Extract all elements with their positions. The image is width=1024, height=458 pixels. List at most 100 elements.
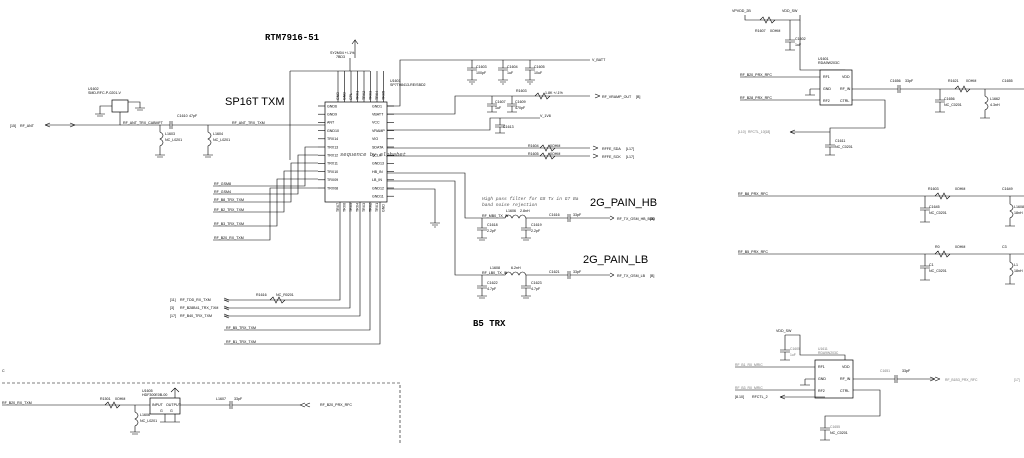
right-top-section: VPVDD_2B VDD_SW R1607 0OHM C1602 1uF U16… (732, 9, 1024, 156)
ant-section: U1602 SMD-RFC-P-0201-V [15] RF_ANT RF_AN… (10, 87, 325, 158)
hb-l-val: 2.8nH (520, 209, 530, 213)
corner-label: C (2, 369, 5, 373)
title-sp16t: SP16T TXM (225, 96, 285, 108)
cap-c1603: C1603 (476, 65, 487, 69)
rt-net2: RF_B28_PRX_RFC (740, 96, 772, 100)
rt-lsh-val: 4.3nH (990, 103, 1000, 107)
hb-c3-ref: C1616 (549, 213, 560, 217)
cap-c1607-val: 1uF (495, 106, 502, 110)
rb-pin-r3: CTRL (840, 389, 849, 393)
ic-right-pin-label: VRAMP (372, 129, 385, 133)
bottom-left-section: C RF_B20_RX_TXM R1501 0OHM U1605 HDF300E… (2, 369, 401, 445)
rb-cout-ref: C1651 (880, 369, 890, 373)
ic-bottom-pin-label: TRX1 (375, 203, 379, 212)
trx-net-label: RF_B20_RX_TXM (214, 236, 244, 240)
ic-top-pin-label: GND (343, 92, 347, 100)
trx-b-page-3: [17] (170, 314, 176, 318)
net-sck: RFFE_SCK (602, 155, 621, 159)
trx-net-line (213, 178, 318, 227)
lb-chain: RF_LB0_TX_IN L1608 6.2nH C1622 4.7pF C16… (477, 266, 654, 299)
ic-left-pin-label: GND9 (327, 113, 337, 117)
ic-left-pin-label: TRX08 (327, 186, 338, 190)
bl-ic-ref: U1605 (142, 389, 153, 393)
trx-net-label: RF_GSM4 (214, 190, 231, 194)
ant-net2: RF_ANT_TRX_CABMFT (123, 121, 164, 125)
ic-left-pin-label: TRX11 (327, 162, 338, 166)
ic-left-pin-label: GND10 (327, 129, 339, 133)
rt-pin-r3: CTRL (840, 99, 849, 103)
hb-chain: RF_MB0_TX_IN L1606 2.8nH C1618 2.2pF C16… (477, 209, 656, 241)
ic-top-pin-label: TRX3 (369, 91, 373, 100)
bl-net-in: RF_B20_RX_TXM (2, 401, 32, 405)
ic-right-pin-label: VBATT (372, 113, 384, 117)
trx-b-page-1: [11] (170, 298, 176, 302)
ic-right-pin-label: GND11 (372, 195, 384, 199)
lb-c3-ref: C1621 (549, 270, 560, 274)
rt-ctrl: RFCTL_10[18] (748, 130, 770, 134)
rb-cout-val: 33pF (902, 369, 911, 373)
trx-lines: RF_GSM8RF_GSM4RF_B8_TRX_TXMRF_B2_TRX_TXM… (213, 146, 318, 241)
ic-right-pin-label: SDATA (372, 145, 384, 149)
rb-ic-ref: U1611 (818, 347, 828, 351)
ic-bottom-pin-label: TRX6 (343, 203, 347, 212)
ant-l1-ref: L1603 (165, 132, 175, 136)
rm-r2-val: 0OHM (955, 245, 965, 249)
rt-pin-r1: VDD (842, 75, 850, 79)
lb-c2-val: 4.7pF (531, 287, 541, 291)
ic-right-pin-label: VIO (372, 137, 378, 141)
sequence-note: sequence by alphabet (340, 151, 406, 158)
main-ic-part: SP7T08413-RE/SBD2 (390, 83, 426, 87)
rb-ic-part: RDA9W203C (818, 351, 839, 355)
lb-net-in: RF_LB0_TX_IN (482, 271, 508, 275)
ic-bottom-pin-label: TRX5 (349, 203, 353, 212)
ant-l2-val: NC_L0201 (213, 138, 230, 142)
rm-l2-val: 18nH (1014, 269, 1023, 273)
rm-c2-val: NC_C0201 (929, 269, 947, 273)
rm-cfar2: C3 (1002, 245, 1007, 249)
rb-cbot-val: NC_C0201 (830, 431, 848, 435)
hpf-note-1: High pass filter for GS Tx in G7 Ba (482, 196, 579, 202)
cap-c1604: C1604 (507, 65, 518, 69)
rb-pin-l1: RF1 (818, 365, 825, 369)
rb-c-ref: C1605 (790, 347, 800, 351)
rb-net2: RF_B3_RX_MRIC (735, 386, 763, 390)
rb-pin-r2: RF_IN (840, 377, 851, 381)
title-hb: 2G_PAIN_HB (590, 197, 657, 209)
rm-l1-ref: L1608 (1014, 205, 1024, 209)
rt-pin-l1: RF1 (823, 75, 830, 79)
trx-net-line (213, 170, 318, 213)
trx-b-net-2: RF_B28B41_TRX_TXM (180, 306, 218, 310)
lb-c2-ref: C1623 (531, 281, 542, 285)
cap-c1607: C1607 (495, 100, 506, 104)
trx-net-line (213, 146, 318, 187)
hb-out: RF_TX_GSM_HB_BDD (617, 217, 656, 221)
rt-ic-part: RDA9W203C (818, 61, 840, 65)
rt-csh-ref: C1656 (944, 97, 955, 101)
rt-cout-ref: C1656 (890, 79, 901, 83)
sda-sck-nets: R1604 0OHM R1605 0OHM RFFE_SDA [L17] RFF… (387, 144, 634, 160)
ic-bottom-pin-label: TRX7 (336, 203, 340, 212)
rt-r-ref: R1607 (755, 29, 766, 33)
rm-net2: RF_B5_PRX_RFC (738, 250, 768, 254)
trx-bottom: [11] RF_TDD_RX_TXM [3] RF_B28B41_TRX_TXM… (170, 202, 381, 345)
main-ic: U1601 SP7T08413-RE/SBD2 sequence by alph… (318, 71, 426, 212)
rm-cfar: C1649 (1002, 187, 1013, 191)
r1605-val: 0OHM (550, 152, 560, 156)
vio-label: V_1V8 (540, 114, 551, 118)
lb-page: [B] (650, 274, 654, 278)
rm-r2-ref: R0 (935, 245, 940, 249)
hb-c1-val: 2.2pF (487, 229, 497, 233)
ic-left-pin-label: TRX14 (327, 137, 338, 141)
rt-cout-val: 33pF (905, 79, 914, 83)
hb-page: [B] (650, 217, 654, 221)
trx-net-line (213, 187, 318, 241)
ic-right-pin-label: GND1 (372, 104, 382, 108)
bl-l2-val: 33pF (234, 397, 243, 401)
hb-c2-val: 2.2pF (531, 229, 541, 233)
ic-left-pin-label: GND6 (327, 104, 337, 108)
trx-b2-net-2: RF_B1_TRX_TXM (226, 340, 256, 344)
ic-top-pin-label: TRX2 (362, 91, 366, 100)
trx-net-label: RF_B2_TRX_TXM (214, 208, 244, 212)
right-bottom-section: VDD_SW C1605 1uF U1611 RDA9W203C RF1 GND… (735, 329, 1020, 441)
cap-c1605-val: 10uF (534, 71, 543, 75)
